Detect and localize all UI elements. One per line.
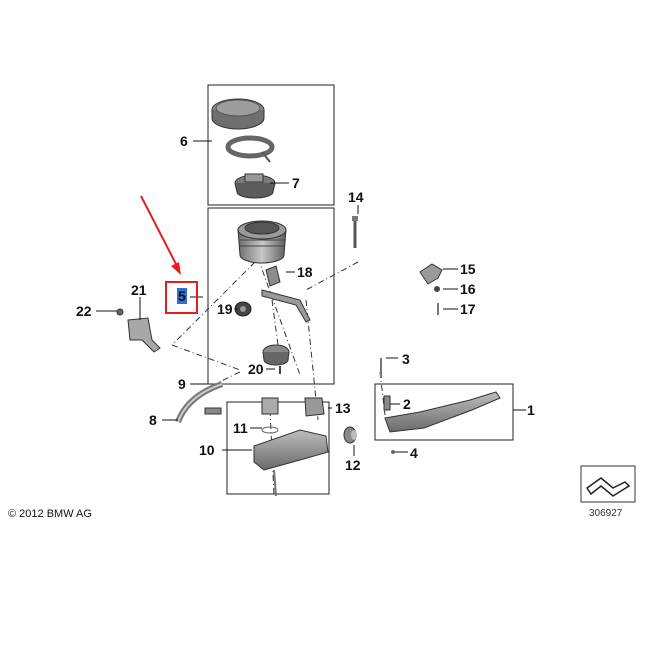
callout-18: 18 — [297, 264, 313, 280]
callout-21: 21 — [131, 282, 147, 298]
callout-5[interactable]: 5 — [177, 288, 187, 304]
lower-bushing — [262, 344, 290, 374]
leader-lines — [96, 140, 526, 456]
callout-2: 2 — [403, 396, 411, 412]
callout-22: 22 — [76, 303, 92, 319]
callout-16: 16 — [460, 281, 476, 297]
small-parts-15-17 — [419, 263, 443, 315]
reservoir-cap — [211, 98, 265, 130]
callout-10: 10 — [199, 442, 215, 458]
callout-14: 14 — [348, 189, 364, 205]
callout-19: 19 — [217, 301, 233, 317]
callout-13: 13 — [335, 400, 351, 416]
seal-ring — [225, 135, 275, 163]
pivot-bushing — [343, 426, 357, 444]
clamp-bracket — [261, 265, 311, 323]
mounting-bracket — [116, 308, 161, 353]
callout-20: 20 — [248, 361, 264, 377]
callout-6: 6 — [180, 133, 188, 149]
callout-12: 12 — [345, 457, 361, 473]
reservoir-group-frame — [207, 207, 335, 385]
copyright-text: © 2012 BMW AG — [8, 508, 92, 520]
document-number: 306927 — [589, 508, 623, 519]
hose — [175, 381, 224, 424]
orientation-icon — [580, 465, 636, 503]
cap-group-frame — [207, 84, 335, 206]
lever-group-frame — [374, 383, 514, 441]
callout-15: 15 — [460, 261, 476, 277]
callout-3: 3 — [402, 351, 410, 367]
reservoir-body — [237, 220, 287, 264]
highlight-box[interactable] — [165, 281, 198, 314]
diaphragm — [234, 173, 276, 199]
callout-17: 17 — [460, 301, 476, 317]
callout-8: 8 — [149, 412, 157, 428]
screw-14 — [352, 216, 358, 248]
callout-11: 11 — [233, 420, 248, 436]
grommet — [234, 301, 252, 317]
master-cylinder — [253, 397, 329, 497]
callout-7: 7 — [292, 175, 300, 191]
brake-lever — [380, 358, 501, 454]
red-arrow-indicator — [140, 195, 181, 275]
callout-4: 4 — [410, 445, 418, 461]
callout-9: 9 — [178, 376, 186, 392]
callout-1: 1 — [527, 402, 535, 418]
